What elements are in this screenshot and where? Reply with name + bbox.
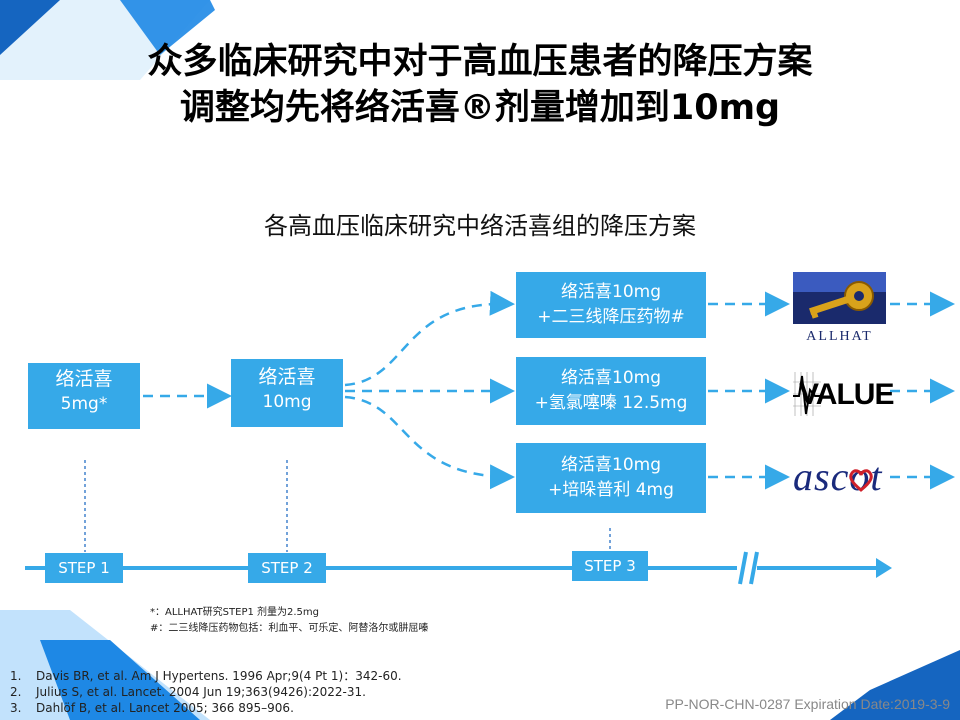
step1-drug-label: 络活喜: [55, 368, 113, 390]
step2-drug-label: 络活喜: [258, 366, 316, 388]
step-2-label: STEP 2: [248, 553, 326, 583]
step2-dose-box: 络活喜 10mg: [231, 359, 343, 427]
allhat-regimen-box: 络活喜10mg +二三线降压药物#: [516, 272, 706, 338]
reference-2: 2. Julius S, et al. Lancet. 2004 Jun 19;3…: [10, 684, 366, 700]
reference-2-num: 2.: [10, 685, 22, 699]
value-regimen-line1: 络活喜10mg: [561, 368, 661, 388]
ecg-icon: [793, 372, 821, 416]
heart-icon: [849, 469, 873, 492]
reference-1-num: 1.: [10, 669, 22, 683]
value-logo: VALUE: [793, 372, 894, 416]
step1-dose-box: 络活喜 5mg*: [28, 363, 140, 429]
reference-3-text: Dahlöf B, et al. Lancet 2005; 366 895–90…: [36, 701, 294, 715]
ascot-logo-text: ascot: [793, 454, 883, 499]
step-1-label: STEP 1: [45, 553, 123, 583]
ascot-regimen-line2: +培哚普利 4mg: [548, 480, 674, 500]
value-logo-text: VALUE: [799, 378, 894, 411]
allhat-regimen-line2: +二三线降压药物#: [537, 307, 685, 327]
document-code: PP-NOR-CHN-0287 Expiration Date:2019-3-9: [665, 696, 950, 712]
reference-1: 1. Davis BR, et al. Am J Hypertens. 1996 …: [10, 668, 402, 684]
allhat-regimen-line1: 络活喜10mg: [561, 282, 661, 302]
key-icon: [793, 272, 886, 324]
title-line-1: 众多临床研究中对于高血压患者的降压方案: [147, 42, 813, 82]
step2-dose-label: 10mg: [262, 392, 312, 412]
reference-3-num: 3.: [10, 701, 22, 715]
step-3-label: STEP 3: [572, 551, 648, 581]
diagram-title: 各高血压临床研究中络活喜组的降压方案: [264, 212, 696, 240]
footnote-drugs: #：二三线降压药物包括：利血平、可乐定、阿替洛尔或肼屈嗪: [150, 623, 429, 634]
allhat-logo: ALLHAT: [793, 272, 886, 344]
reference-2-text: Julius S, et al. Lancet. 2004 Jun 19;363…: [36, 685, 366, 699]
value-regimen-line2: +氢氯噻嗪 12.5mg: [534, 393, 688, 413]
value-regimen-box: 络活喜10mg +氢氯噻嗪 12.5mg: [516, 357, 706, 425]
ascot-logo: ascot: [793, 455, 903, 499]
footnote-dose: *：ALLHAT研究STEP1 剂量为2.5mg: [150, 607, 320, 618]
allhat-logo-text: ALLHAT: [806, 329, 873, 344]
reference-3: 3. Dahlöf B, et al. Lancet 2005; 366 895–…: [10, 700, 294, 716]
step1-dose-label: 5mg*: [60, 394, 108, 414]
reference-1-text: Davis BR, et al. Am J Hypertens. 1996 Ap…: [36, 669, 402, 683]
ascot-regimen-line1: 络活喜10mg: [561, 455, 661, 475]
ascot-regimen-box: 络活喜10mg +培哚普利 4mg: [516, 443, 706, 513]
title-line-2: 调整均先将络活喜®剂量增加到10mg: [179, 88, 781, 128]
